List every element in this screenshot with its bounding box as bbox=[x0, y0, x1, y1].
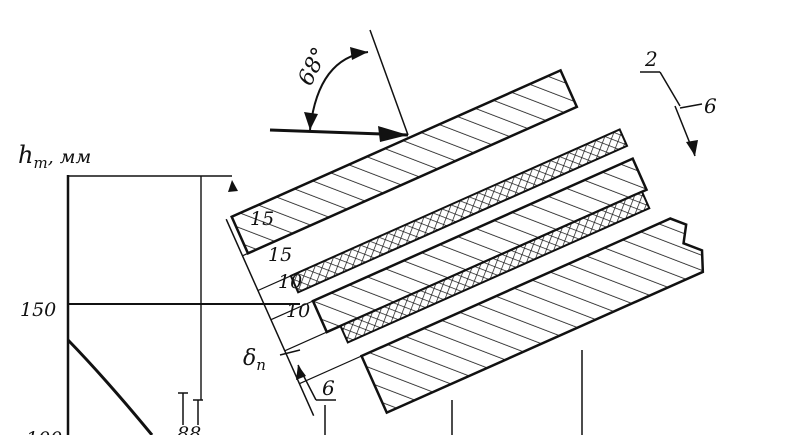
error-bar bbox=[178, 392, 203, 425]
gap-label-2: 2 bbox=[644, 47, 658, 71]
delta-label: δп bbox=[243, 346, 266, 374]
layer-10-b: 10 bbox=[286, 300, 310, 322]
height-chart: hт, мм 150 100 88 bbox=[18, 141, 583, 435]
tick-100: 100 bbox=[26, 428, 62, 435]
incidence-angle: 68° bbox=[269, 29, 409, 142]
axis-title: hт, мм bbox=[18, 141, 91, 172]
ray-arrowhead bbox=[378, 126, 408, 142]
axis-unit: , мм bbox=[48, 146, 92, 168]
angle-label: 68° bbox=[294, 44, 334, 90]
mesh-layer-1 bbox=[289, 128, 629, 294]
gap-dimension-top: 2 6 bbox=[640, 47, 717, 157]
height-curve bbox=[66, 338, 154, 435]
gap-dimension-bottom: δп 6 bbox=[243, 346, 336, 401]
layer-15-a: 15 bbox=[250, 208, 274, 230]
gap-label-6-bottom: 6 bbox=[322, 376, 335, 400]
mesh-layer-2 bbox=[339, 190, 651, 344]
delta-sub: п bbox=[256, 356, 266, 374]
layer-assembly bbox=[225, 68, 705, 416]
axis-label-sub: т bbox=[33, 154, 47, 172]
base-block bbox=[359, 217, 705, 415]
layer-thickness-labels: 15 15 10 10 bbox=[228, 180, 310, 322]
marker-88: 88 bbox=[177, 423, 201, 435]
layer-10-a: 10 bbox=[278, 271, 302, 293]
top-plate bbox=[230, 68, 579, 255]
gap-label-6-top: 6 bbox=[704, 94, 717, 118]
layer-15-b: 15 bbox=[268, 244, 292, 266]
normal-line bbox=[369, 29, 409, 136]
axis-label-h: h bbox=[18, 141, 33, 169]
delta-symbol: δ bbox=[243, 346, 256, 371]
tick-150: 150 bbox=[20, 299, 56, 321]
